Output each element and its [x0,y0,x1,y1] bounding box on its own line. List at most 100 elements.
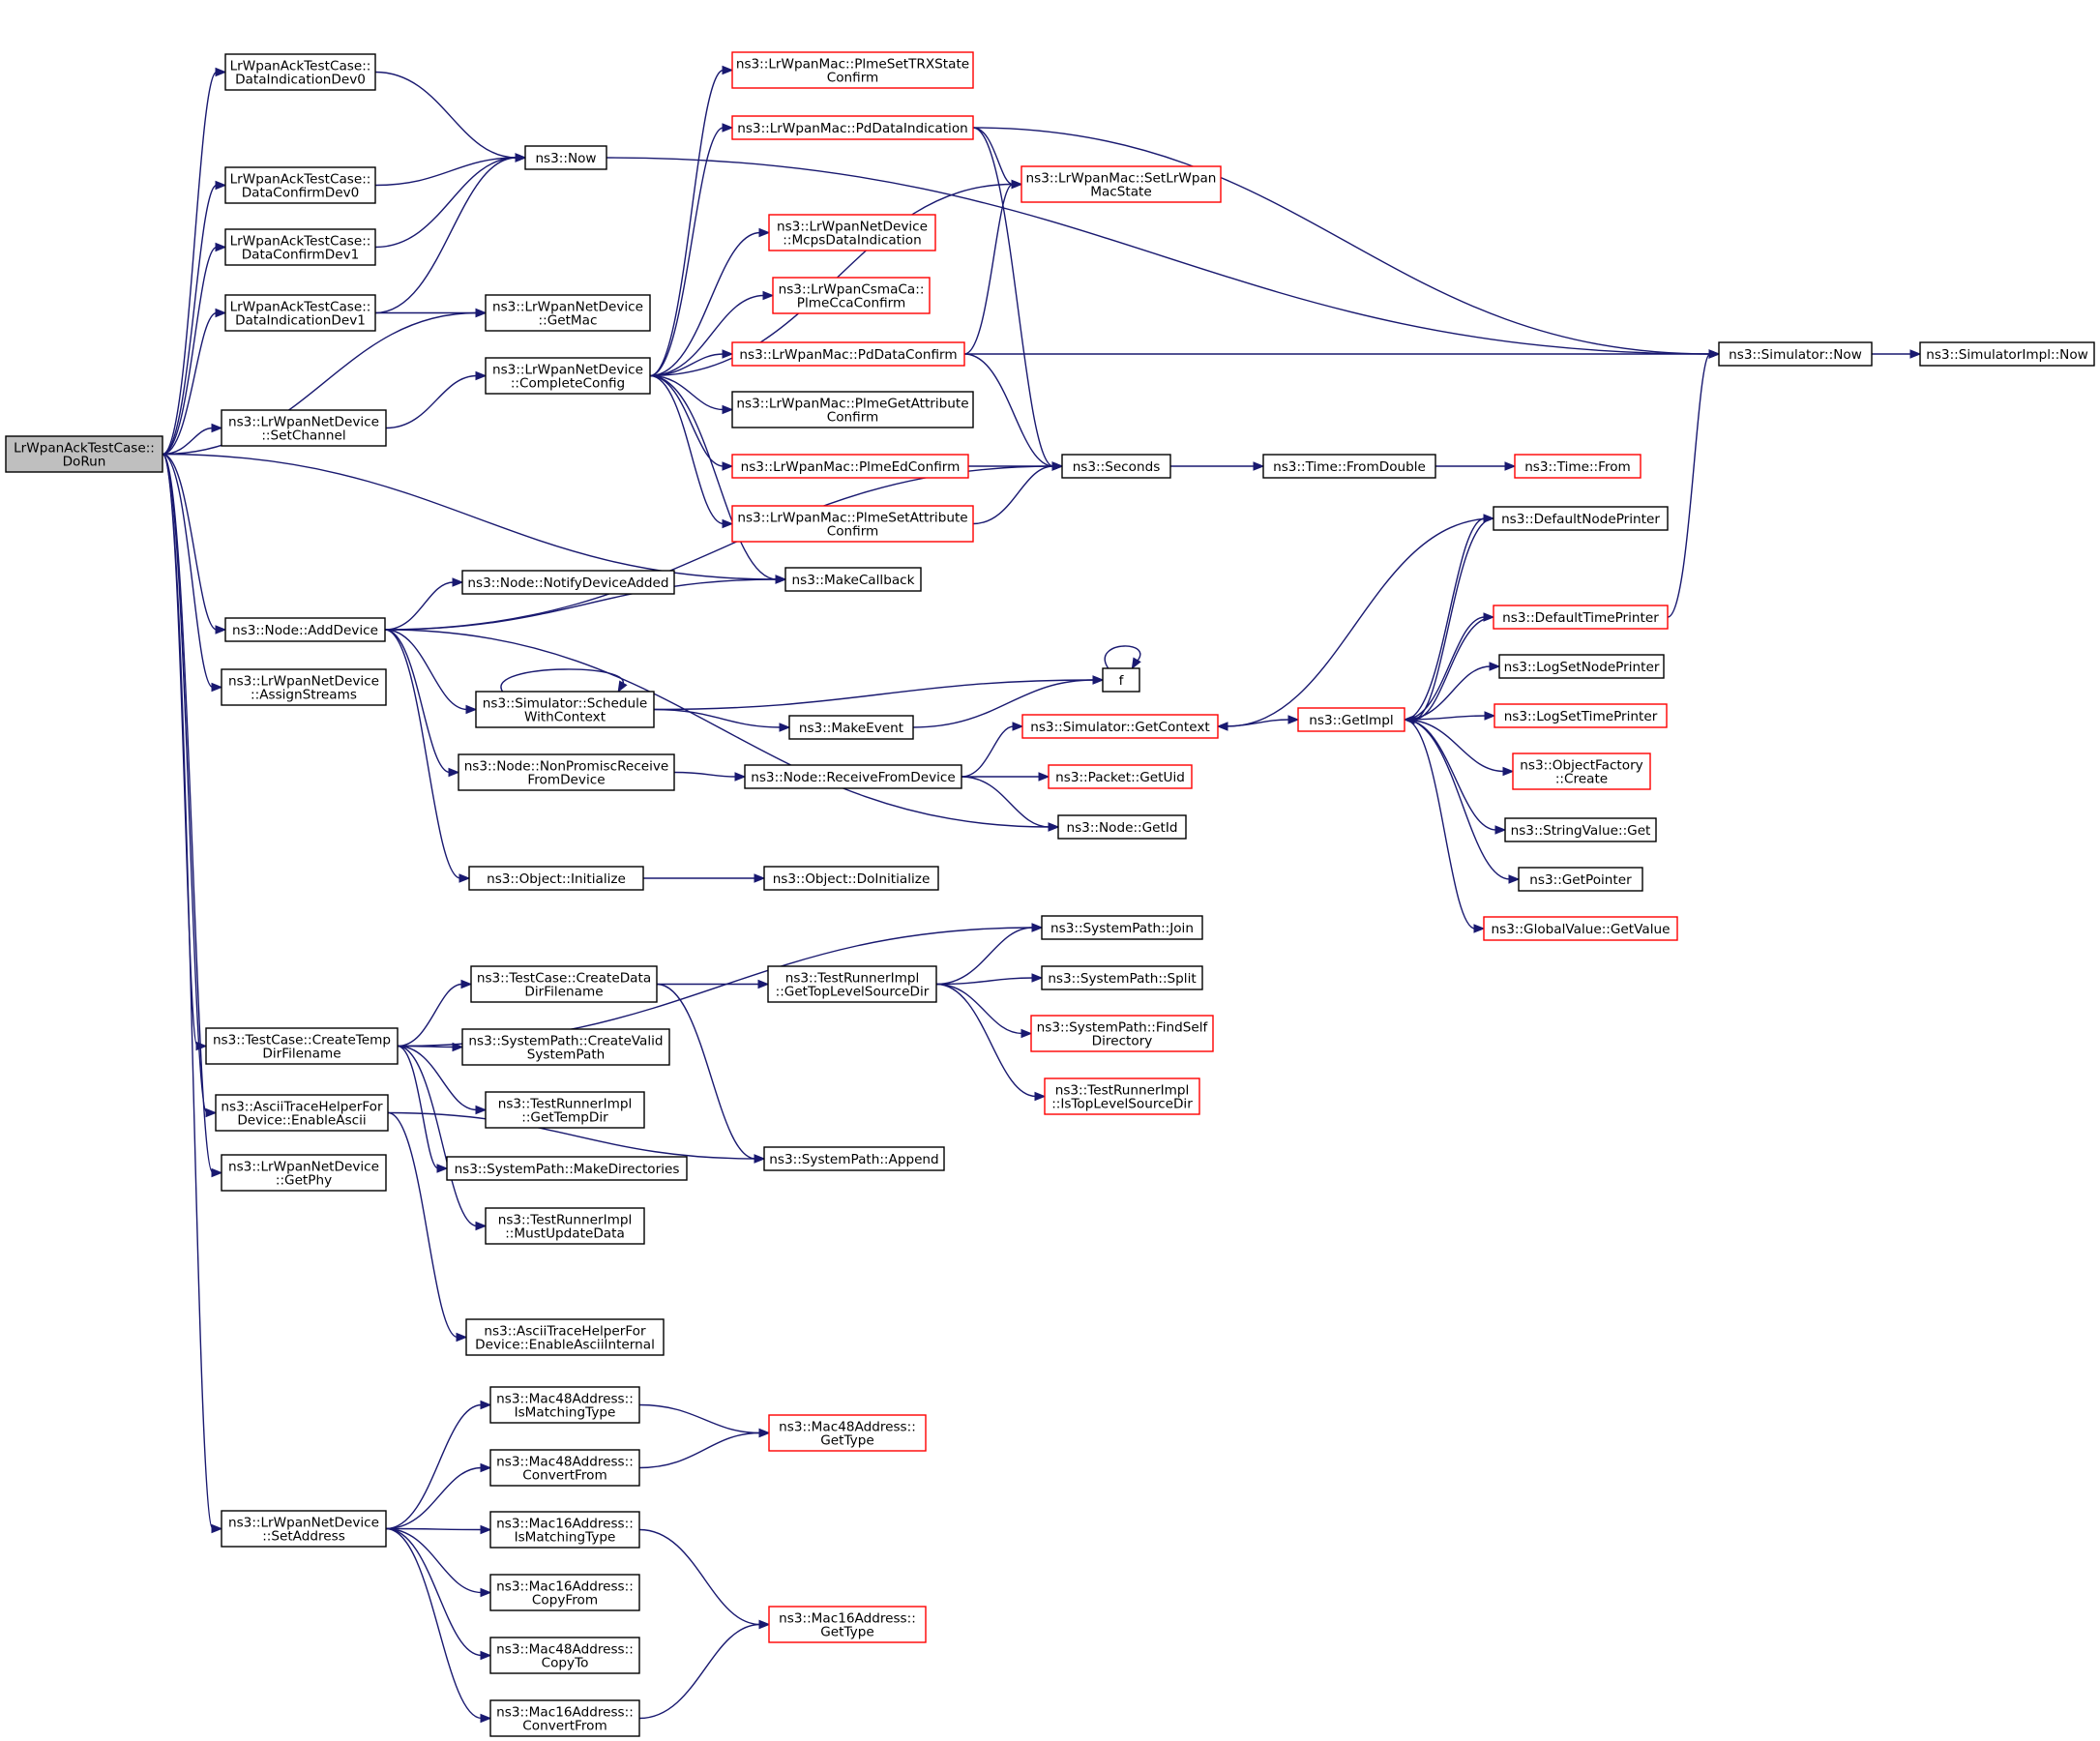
node-mac48IsMatching[interactable]: ns3::Mac48Address::IsMatchingType [489,1386,640,1424]
node-notifyDeviceAdded[interactable]: ns3::Node::NotifyDeviceAdded [461,570,675,595]
node-label: ns3::AsciiTraceHelperFor [484,1323,646,1339]
node-fromDouble[interactable]: ns3::Time::FromDouble [1262,454,1436,479]
edge-line [972,127,1014,186]
edge-objInitialize-to-doInitialize [642,873,766,883]
edge-arrowhead [758,227,771,238]
node-pdDataConf[interactable]: ns3::LrWpanMac::PdDataConfirm [731,341,965,367]
node-logSetNodePrinter[interactable]: ns3::LogSetNodePrinter [1498,654,1665,679]
node-receiveFromDevice[interactable]: ns3::Node::ReceiveFromDevice [744,764,962,789]
node-append[interactable]: ns3::SystemPath::Append [763,1146,945,1171]
node-label: ns3::LrWpanMac::PdDataIndication [737,121,968,136]
nodes-layer: LrWpanAckTestCase::DoRun LrWpanAckTestCas… [5,51,2095,1737]
node-getTopLevel[interactable]: ns3::TestRunnerImpl::GetTopLevelSourceDi… [767,965,937,1003]
node-label: ns3::TestRunnerImpl [498,1212,633,1227]
node-completeConfig[interactable]: ns3::LrWpanNetDevice::CompleteConfig [485,357,651,395]
node-mac16CopyFrom[interactable]: ns3::Mac16Address::CopyFrom [489,1574,640,1611]
node-mac16GetType[interactable]: ns3::Mac16Address::GetType [768,1606,927,1643]
edge-line [963,353,1054,467]
node-logSetTimePrinter[interactable]: ns3::LogSetTimePrinter [1494,703,1668,728]
edge-line [162,453,198,1048]
node-enableAsciiInternal[interactable]: ns3::AsciiTraceHelperForDevice::EnableAs… [465,1318,665,1356]
edge-getImpl-to-objectFactoryCreate [1404,719,1515,777]
edge-arrowhead [722,461,734,471]
edge-line [673,771,737,778]
node-simNow[interactable]: ns3::Simulator::Now [1718,341,1873,367]
node-getTempDir[interactable]: ns3::TestRunnerImpl::GetTempDir [485,1091,645,1129]
edge-getImpl-to-defaultTimePrinter [1404,612,1495,721]
node-label: ns3::StringValue::Get [1511,823,1651,839]
node-globalValueGetValue[interactable]: ns3::GlobalValue::GetValue [1483,916,1678,941]
node-enableAscii[interactable]: ns3::AsciiTraceHelperForDevice::EnableAs… [215,1094,389,1132]
node-setAddress[interactable]: ns3::LrWpanNetDevice::SetAddress [221,1510,387,1548]
node-simImplNow[interactable]: ns3::SimulatorImpl::Now [1919,341,2095,367]
node-getPointer[interactable]: ns3::GetPointer [1518,867,1643,892]
node-stringValueGet[interactable]: ns3::StringValue::Get [1504,817,1657,842]
node-label: ns3::Packet::GetUid [1055,770,1185,785]
node-getId[interactable]: ns3::Node::GetId [1057,814,1187,840]
edge-fromDouble-to-timeFrom [1435,461,1517,471]
node-getUid[interactable]: ns3::Packet::GetUid [1048,764,1193,789]
node-mac16ConvertFrom[interactable]: ns3::Mac16Address::ConvertFrom [489,1699,640,1737]
node-plmeEd[interactable]: ns3::LrWpanMac::PlmeEdConfirm [731,454,969,479]
node-makeDirs[interactable]: ns3::SystemPath::MakeDirectories [446,1156,688,1181]
node-objectFactoryCreate[interactable]: ns3::ObjectFactory::Create [1512,752,1651,790]
node-doInitialize[interactable]: ns3::Object::DoInitialize [763,866,939,891]
node-mcpsDataInd[interactable]: ns3::LrWpanNetDevice::McpsDataIndication [768,214,936,251]
node-getContext[interactable]: ns3::Simulator::GetContext [1021,714,1219,739]
node-dataIndDev0[interactable]: LrWpanAckTestCase::DataIndicationDev0 [224,53,376,91]
edge-line [649,374,725,411]
node-dataIndDev1[interactable]: LrWpanAckTestCase::DataIndicationDev1 [224,294,376,332]
node-mustUpdate[interactable]: ns3::TestRunnerImpl::MustUpdateData [485,1207,645,1245]
node-ns3Now[interactable]: ns3::Now [524,145,607,170]
node-objInitialize[interactable]: ns3::Object::Initialize [468,866,644,891]
node-seconds[interactable]: ns3::Seconds [1061,454,1171,479]
node-assignStreams[interactable]: ns3::LrWpanNetDevice::AssignStreams [221,668,387,706]
node-pdDataInd[interactable]: ns3::LrWpanMac::PdDataIndication [731,115,974,140]
node-getPhy[interactable]: ns3::LrWpanNetDevice::GetPhy [221,1154,387,1192]
node-timeFrom[interactable]: ns3::Time::From [1514,454,1642,479]
edge-arrowhead [1031,923,1044,932]
node-getMac[interactable]: ns3::LrWpanNetDevice::GetMac [485,294,651,332]
node-isTopLevel[interactable]: ns3::TestRunnerImpl::IsTopLevelSourceDir [1044,1077,1200,1115]
edge-line [162,311,478,456]
node-makeCallback[interactable]: ns3::MakeCallback [784,567,922,592]
node-join[interactable]: ns3::SystemPath::Join [1041,915,1203,940]
node-defaultNodePrinter[interactable]: ns3::DefaultNodePrinter [1493,506,1669,531]
edge-addDevice-to-scheduleWithContext [384,629,478,715]
node-defaultTimePrinter[interactable]: ns3::DefaultTimePrinter [1493,605,1669,630]
node-box [465,1318,665,1356]
node-mac48CopyTo[interactable]: ns3::Mac48Address::CopyTo [489,1637,640,1674]
node-box [458,753,675,791]
node-label: ns3::Now [535,151,596,166]
node-mac48ConvertFrom[interactable]: ns3::Mac48Address::ConvertFrom [489,1449,640,1487]
node-split[interactable]: ns3::SystemPath::Split [1041,965,1203,990]
edge-defaultTimePrinter-to-getImpl [1403,616,1494,724]
node-box [224,53,376,91]
edge-line [374,157,518,314]
node-plmeCca[interactable]: ns3::LrWpanCsmaCa::PlmeCcaConfirm [772,277,931,314]
node-dataConfDev1[interactable]: LrWpanAckTestCase::DataConfirmDev1 [224,228,376,266]
node-root[interactable]: LrWpanAckTestCase::DoRun [5,435,163,473]
node-label: ns3::TestRunnerImpl [498,1096,633,1111]
node-label: LrWpanAckTestCase:: [230,299,371,314]
node-box [475,691,655,728]
node-dataConfDev0[interactable]: LrWpanAckTestCase::DataConfirmDev0 [224,166,376,204]
node-mac48GetType[interactable]: ns3::Mac48Address::GetType [768,1414,927,1452]
node-addDevice[interactable]: ns3::Node::AddDevice [224,617,386,642]
node-mac16IsMatching[interactable]: ns3::Mac16Address::IsMatchingType [489,1511,640,1549]
node-makeEvent[interactable]: ns3::MakeEvent [788,715,914,740]
node-getImpl[interactable]: ns3::GetImpl [1297,707,1405,732]
node-f[interactable]: f [1102,667,1140,693]
node-setChannel[interactable]: ns3::LrWpanNetDevice::SetChannel [221,409,387,447]
edge-receiveFromDevice-to-getContext [961,722,1024,778]
